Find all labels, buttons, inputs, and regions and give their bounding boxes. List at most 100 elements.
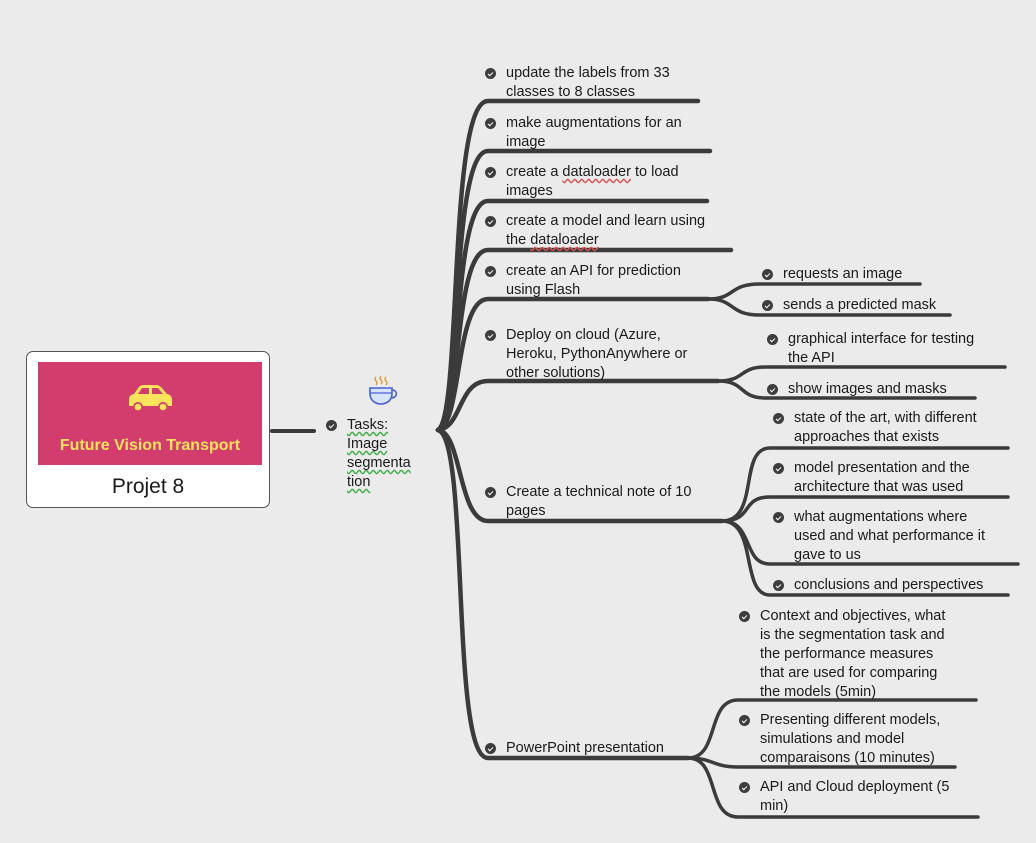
node-line: other solutions) [506, 365, 606, 381]
check-icon [485, 330, 496, 341]
node-line: the dataloader [506, 231, 705, 250]
check-icon [739, 611, 750, 622]
check-icon [485, 266, 496, 277]
node-api-cloud-deployment[interactable]: API and Cloud deployment (5 min) [739, 778, 950, 816]
root-title: Projet 8 [111, 475, 185, 498]
check-icon [762, 300, 773, 311]
banner-text: Future Vision Transport [59, 437, 241, 454]
node-line: state of the art, with different [794, 410, 977, 426]
root-node-projet-8[interactable]: Future Vision Transport Projet 8 [26, 351, 270, 508]
node-line: is the segmentation task and [760, 627, 945, 643]
node-line: min) [760, 798, 789, 814]
node-presenting-models[interactable]: Presenting different models, simulations… [739, 711, 941, 768]
node-line: sends a predicted mask [783, 297, 937, 313]
branch-connectors [270, 98, 1020, 819]
check-icon [767, 384, 778, 395]
connector-n8-n8c [686, 756, 980, 819]
check-icon [326, 420, 337, 431]
node-graphical-interface[interactable]: graphical interface for testing the API [767, 330, 975, 368]
node-line: gave to us [794, 547, 861, 563]
node-line: images [506, 183, 553, 199]
check-icon [485, 167, 496, 178]
node-what-augmentations[interactable]: what augmentations where used and what p… [773, 508, 986, 565]
node-state-of-art[interactable]: state of the art, with different approac… [773, 409, 977, 447]
connector-n6-n6a [716, 365, 1007, 383]
car-icon [129, 385, 172, 412]
misspelled-word: dataloader [562, 164, 631, 180]
node-augmentations[interactable]: make augmentations for an image [485, 114, 682, 152]
check-icon [773, 413, 784, 424]
node-line: Deploy on cloud (Azure, [506, 327, 661, 343]
node-line: make augmentations for an [506, 115, 682, 131]
banner-image: Future Vision Transport [38, 362, 262, 465]
check-icon [485, 743, 496, 754]
node-line: create an API for prediction [506, 263, 681, 279]
node-show-images[interactable]: show images and masks [767, 380, 947, 399]
node-conclusions[interactable]: conclusions and perspectives [773, 576, 984, 595]
node-line: update the labels from 33 [506, 65, 670, 81]
node-line: approaches that exists [794, 429, 940, 445]
check-icon [773, 463, 784, 474]
node-line: the API [788, 350, 835, 366]
coffee-cup-icon [369, 375, 398, 405]
node-line: PowerPoint presentation [506, 740, 664, 756]
connector-n8-n8a [686, 698, 978, 760]
node-create-api[interactable]: create an API for prediction using Flash [485, 262, 681, 300]
connector-n6-n6b [716, 379, 977, 400]
node-context-objectives[interactable]: Context and objectives, what is the segm… [739, 607, 946, 702]
connector-n7-n7d [720, 519, 1010, 597]
tasks-line: tion [347, 474, 371, 490]
text-segment: the [506, 232, 531, 248]
misspelled-word: dataloader [530, 232, 599, 248]
connector-tasks-n8 [435, 427, 691, 761]
node-line: model presentation and the [794, 460, 970, 476]
node-line: create a dataloader to load [506, 163, 679, 182]
node-line: show images and masks [788, 381, 947, 397]
connector-n7-n7b [720, 495, 1010, 523]
check-icon [762, 269, 773, 280]
node-dataloader[interactable]: create a dataloader to load images [485, 163, 679, 201]
connector-n5-n5b [706, 297, 952, 317]
node-requests-image[interactable]: requests an image [762, 265, 903, 284]
node-line: pages [506, 503, 546, 519]
check-icon [773, 512, 784, 523]
node-update-labels[interactable]: update the labels from 33 classes to 8 c… [485, 64, 670, 102]
tasks-node[interactable]: Tasks: Image segmenta tion [326, 416, 411, 492]
node-line: the models (5min) [760, 684, 877, 700]
node-line: that are used for comparing [760, 665, 938, 681]
connector-tasks-n6 [435, 378, 721, 433]
check-icon [485, 487, 496, 498]
node-sends-mask[interactable]: sends a predicted mask [762, 296, 937, 315]
node-create-model[interactable]: create a model and learn using the datal… [485, 212, 706, 250]
node-line: used and what performance it [794, 528, 986, 544]
tasks-line: Tasks: [347, 417, 389, 433]
node-model-presentation[interactable]: model presentation and the architecture … [773, 459, 970, 497]
connector-n7-n7a [720, 446, 1010, 523]
node-line: using Flash [506, 282, 581, 298]
check-icon [485, 216, 496, 227]
node-line: Heroku, PythonAnywhere or [506, 346, 688, 362]
node-line: API and Cloud deployment (5 [760, 779, 950, 795]
check-icon [739, 782, 750, 793]
connector-tasks-n5 [435, 296, 711, 433]
tasks-line: segmenta [347, 455, 411, 471]
check-icon [485, 68, 496, 79]
node-deploy-cloud[interactable]: Deploy on cloud (Azure, Heroku, PythonAn… [485, 326, 688, 383]
check-icon [767, 334, 778, 345]
node-line: requests an image [783, 266, 903, 282]
node-line: comparaisons (10 minutes) [760, 750, 935, 766]
node-powerpoint[interactable]: PowerPoint presentation [485, 739, 664, 758]
text-segment: to load [630, 164, 679, 180]
node-line: create a model and learn using [506, 213, 706, 229]
node-line: simulations and model [760, 731, 905, 747]
check-icon [773, 580, 784, 591]
node-technical-note[interactable]: Create a technical note of 10 pages [485, 483, 691, 521]
node-line: conclusions and perspectives [794, 577, 984, 593]
node-line: graphical interface for testing [788, 331, 975, 347]
node-line: Context and objectives, what [760, 608, 946, 624]
node-line: the performance measures [760, 646, 934, 662]
tasks-line: Image [347, 436, 388, 452]
node-line: architecture that was used [794, 479, 964, 495]
node-line: Presenting different models, [760, 712, 941, 728]
